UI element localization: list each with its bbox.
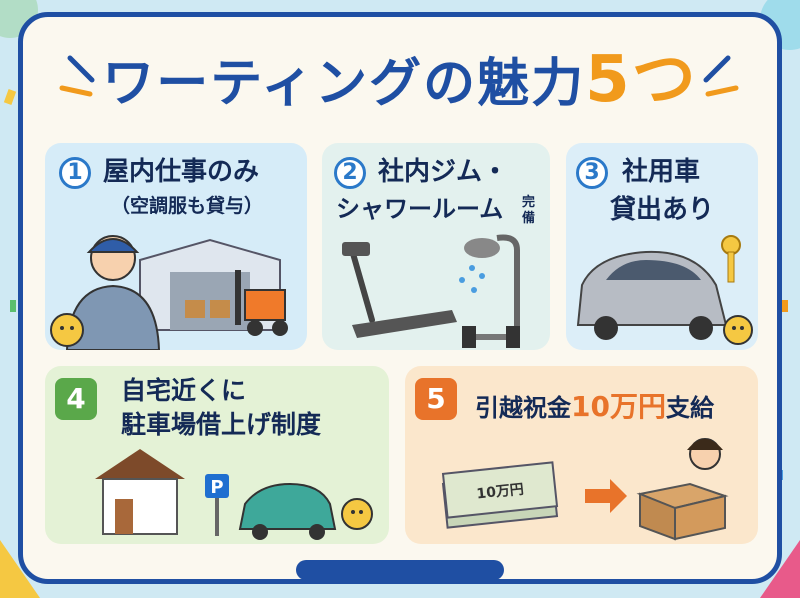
mascot-icon — [50, 313, 84, 347]
card-number: 3 — [576, 157, 608, 189]
card-number: 4 — [55, 378, 97, 420]
card-moving-bonus: 5 引越祝金10万円支給 10万円 — [405, 366, 758, 544]
card-title: 社内ジム・ — [378, 157, 509, 187]
shower-icon — [459, 234, 520, 330]
person-icon — [687, 438, 723, 470]
card-number: 1 — [59, 157, 91, 189]
dumbbell-icon — [462, 326, 520, 348]
title-area: ワーティングの魅力5つ — [0, 40, 800, 120]
mascot-icon — [341, 498, 373, 530]
mascot-icon — [723, 315, 753, 345]
car-icon — [238, 482, 337, 540]
parking-sign-label: P — [210, 477, 223, 498]
card-subtitle: 貸出あり — [610, 195, 715, 225]
card-gym-shower: 2 社内ジム・ シャワールーム 完備 — [322, 143, 550, 350]
card-title: 屋内仕事のみ — [103, 157, 260, 187]
card-number: 5 — [415, 378, 457, 420]
bill-label: 10万円 — [476, 482, 525, 503]
title-accent: 5つ — [585, 43, 698, 117]
card-company-car: 3 社用車 貸出あり — [566, 143, 758, 350]
box-icon — [636, 482, 729, 541]
car-icon — [576, 250, 728, 340]
burst-lines-icon — [59, 55, 739, 97]
page-title: ワーティングの魅力5つ — [102, 43, 698, 117]
card-subtitle: 駐車場借上げ制度 — [121, 410, 322, 439]
card-number: 2 — [334, 157, 366, 189]
treadmill-icon — [342, 242, 457, 338]
money-icon: 10万円 — [441, 461, 559, 529]
bottom-bar — [296, 560, 504, 580]
worker-icon — [65, 235, 161, 350]
house-icon — [95, 449, 185, 535]
card-suffix: 完備 — [522, 195, 536, 226]
card-parking: 4 自宅近くに 駐車場借上げ制度 P — [45, 366, 389, 544]
arrow-icon — [585, 479, 627, 513]
card-title: 社用車 — [622, 157, 701, 187]
bonus-amount: 10万円 — [571, 390, 666, 423]
card-title: 引越祝金10万円支給 — [475, 390, 714, 423]
key-icon — [721, 235, 741, 283]
card-subtitle: シャワールーム — [336, 195, 504, 223]
forklift-icon — [235, 270, 288, 336]
card-title: 自宅近くに — [121, 376, 247, 405]
card-indoor-work: 1 屋内仕事のみ （空調服も貸与） — [45, 143, 307, 350]
card-subtitle: （空調服も貸与） — [111, 195, 264, 217]
parking-sign-icon: P — [205, 474, 229, 536]
